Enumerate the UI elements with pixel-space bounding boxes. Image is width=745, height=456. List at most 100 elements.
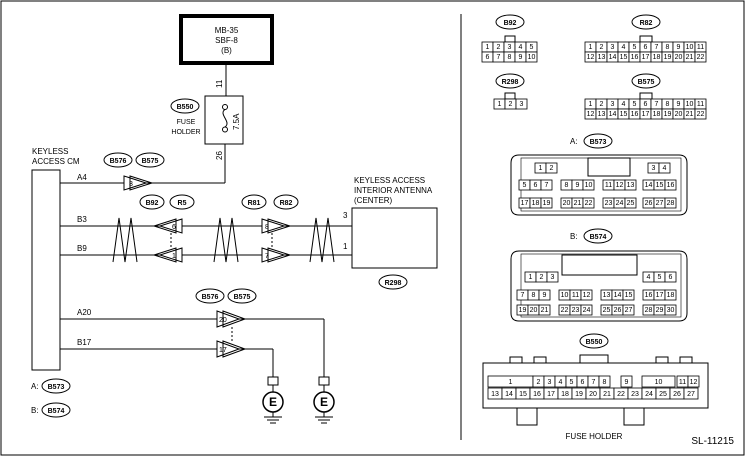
pin-cell xyxy=(664,271,677,283)
ground-1-icon xyxy=(262,376,284,424)
b573-pin-label: 23 xyxy=(605,200,613,207)
b573-pin-label: 12 xyxy=(616,182,624,189)
b92-pin-label: 5 xyxy=(530,44,534,51)
b573-pin-label: 28 xyxy=(667,200,675,207)
r82-pin-label: 8 xyxy=(666,44,670,51)
pin-cell xyxy=(538,289,551,301)
cm-label-line2: ACCESS CM xyxy=(32,157,80,166)
b575-pin-label: 21 xyxy=(686,111,694,118)
r82-pin-label: 10 xyxy=(686,44,694,51)
b574-pin-label: 17 xyxy=(656,292,664,299)
b575-id-oval xyxy=(631,73,661,89)
b574-pin-label: 13 xyxy=(603,292,611,299)
pin-cell xyxy=(622,289,635,301)
pin-cell xyxy=(683,387,699,400)
b573-pin-label: 4 xyxy=(663,165,667,172)
r82-pin-label: 22 xyxy=(697,54,705,61)
b550-pin-label: 22 xyxy=(617,391,625,398)
pin-cell xyxy=(624,179,637,191)
pin-cell xyxy=(620,375,633,388)
j3-pin-top: 8 xyxy=(265,224,269,231)
b92-pin-label: 3 xyxy=(508,44,512,51)
legend-a-connector: B573 xyxy=(48,384,65,391)
b575-pin-label: 17 xyxy=(642,111,650,118)
pin-cell xyxy=(687,375,700,388)
b575-pin-label: 2 xyxy=(600,101,604,108)
b574-pin-label: 27 xyxy=(625,307,633,314)
b550-pin-label: 23 xyxy=(631,391,639,398)
r82-pin-label: 21 xyxy=(686,54,694,61)
antenna-label-line2: INTERIOR ANTENNA xyxy=(354,186,433,195)
b92-pin-label: 7 xyxy=(497,54,501,61)
legend-a-key: A: xyxy=(31,382,39,391)
cm-pin-b17: B17 xyxy=(77,338,92,347)
b573-pin-label: 5 xyxy=(523,182,527,189)
cm-box xyxy=(31,169,61,371)
fuse-pin-top: 11 xyxy=(215,79,224,88)
b550-pin-label: 5 xyxy=(570,379,574,386)
b575-pin-label: 19 xyxy=(664,111,672,118)
b550-foot xyxy=(516,407,538,426)
b573-pin-label: 6 xyxy=(534,182,538,189)
fuse-pin-bottom: 26 xyxy=(215,151,224,160)
b574-pin-label: 16 xyxy=(645,292,653,299)
j1-left-label: B576 xyxy=(110,158,127,165)
r82-pin-label: 11 xyxy=(697,44,704,51)
pin-cell xyxy=(545,162,558,174)
b550-latch xyxy=(579,354,609,364)
pin-cell xyxy=(664,304,677,316)
legend-b-key: B: xyxy=(31,406,39,415)
fuse-holder-label2: HOLDER xyxy=(171,129,200,136)
b575-pin-label: 1 xyxy=(589,101,593,108)
antenna-connector-label: R298 xyxy=(385,280,402,287)
r82-pin-label: 9 xyxy=(677,44,681,51)
j3-right-label: R82 xyxy=(280,200,293,207)
r82-pin-label: 17 xyxy=(642,54,650,61)
pin-cell xyxy=(582,179,595,191)
b574-pin-label: 24 xyxy=(583,307,591,314)
connector-latch xyxy=(639,92,653,100)
b575-pin-label: 9 xyxy=(677,101,681,108)
b574-housing xyxy=(510,250,688,322)
pin-cell xyxy=(540,179,553,191)
b573-pin-label: 20 xyxy=(563,200,571,207)
b550-pin-label: 27 xyxy=(687,391,695,398)
b574-pin-label: 10 xyxy=(561,292,569,299)
j3-pin-bottom: 7 xyxy=(265,253,269,260)
b550-tab xyxy=(509,356,523,364)
b573-pin-label: 2 xyxy=(550,165,554,172)
j1-connector-icon xyxy=(123,175,154,191)
b573-pin-label: 15 xyxy=(656,182,664,189)
pin-cell xyxy=(664,197,677,209)
b575-pin-label: 8 xyxy=(666,101,670,108)
twisted-pair-icon-2 xyxy=(213,217,239,263)
pin-cell xyxy=(582,197,595,209)
b574-pin-label: 22 xyxy=(561,307,569,314)
antenna-pin-top: 3 xyxy=(343,211,348,220)
b573-pin-label: 14 xyxy=(645,182,653,189)
b574-pin-label: 6 xyxy=(669,274,673,281)
b550-pin-label: 18 xyxy=(561,391,569,398)
b574-pin-label: 18 xyxy=(667,292,675,299)
b574-pin-label: 23 xyxy=(572,307,580,314)
r82-id: R82 xyxy=(640,20,653,27)
connector-latch xyxy=(504,92,516,100)
r82-pin-label: 15 xyxy=(620,54,628,61)
b574-id: B574 xyxy=(590,234,607,241)
b575-pin-label: 20 xyxy=(675,111,683,118)
b573-prefix: A: xyxy=(570,137,578,146)
j4-right-label: B575 xyxy=(234,294,251,301)
b575-pin-label: 11 xyxy=(697,101,704,108)
j3-left-label: R81 xyxy=(248,200,261,207)
b575-pin-label: 18 xyxy=(653,111,661,118)
b574-id-oval xyxy=(583,228,613,244)
pin-cell xyxy=(658,162,671,174)
j4-pin-bottom: 17 xyxy=(219,347,227,354)
fuse-connector-label: B550 xyxy=(177,104,194,111)
antenna-label-line1: KEYLESS ACCESS xyxy=(354,176,425,185)
b550-pin-label: 2 xyxy=(537,379,541,386)
b574-prefix: B: xyxy=(570,232,578,241)
